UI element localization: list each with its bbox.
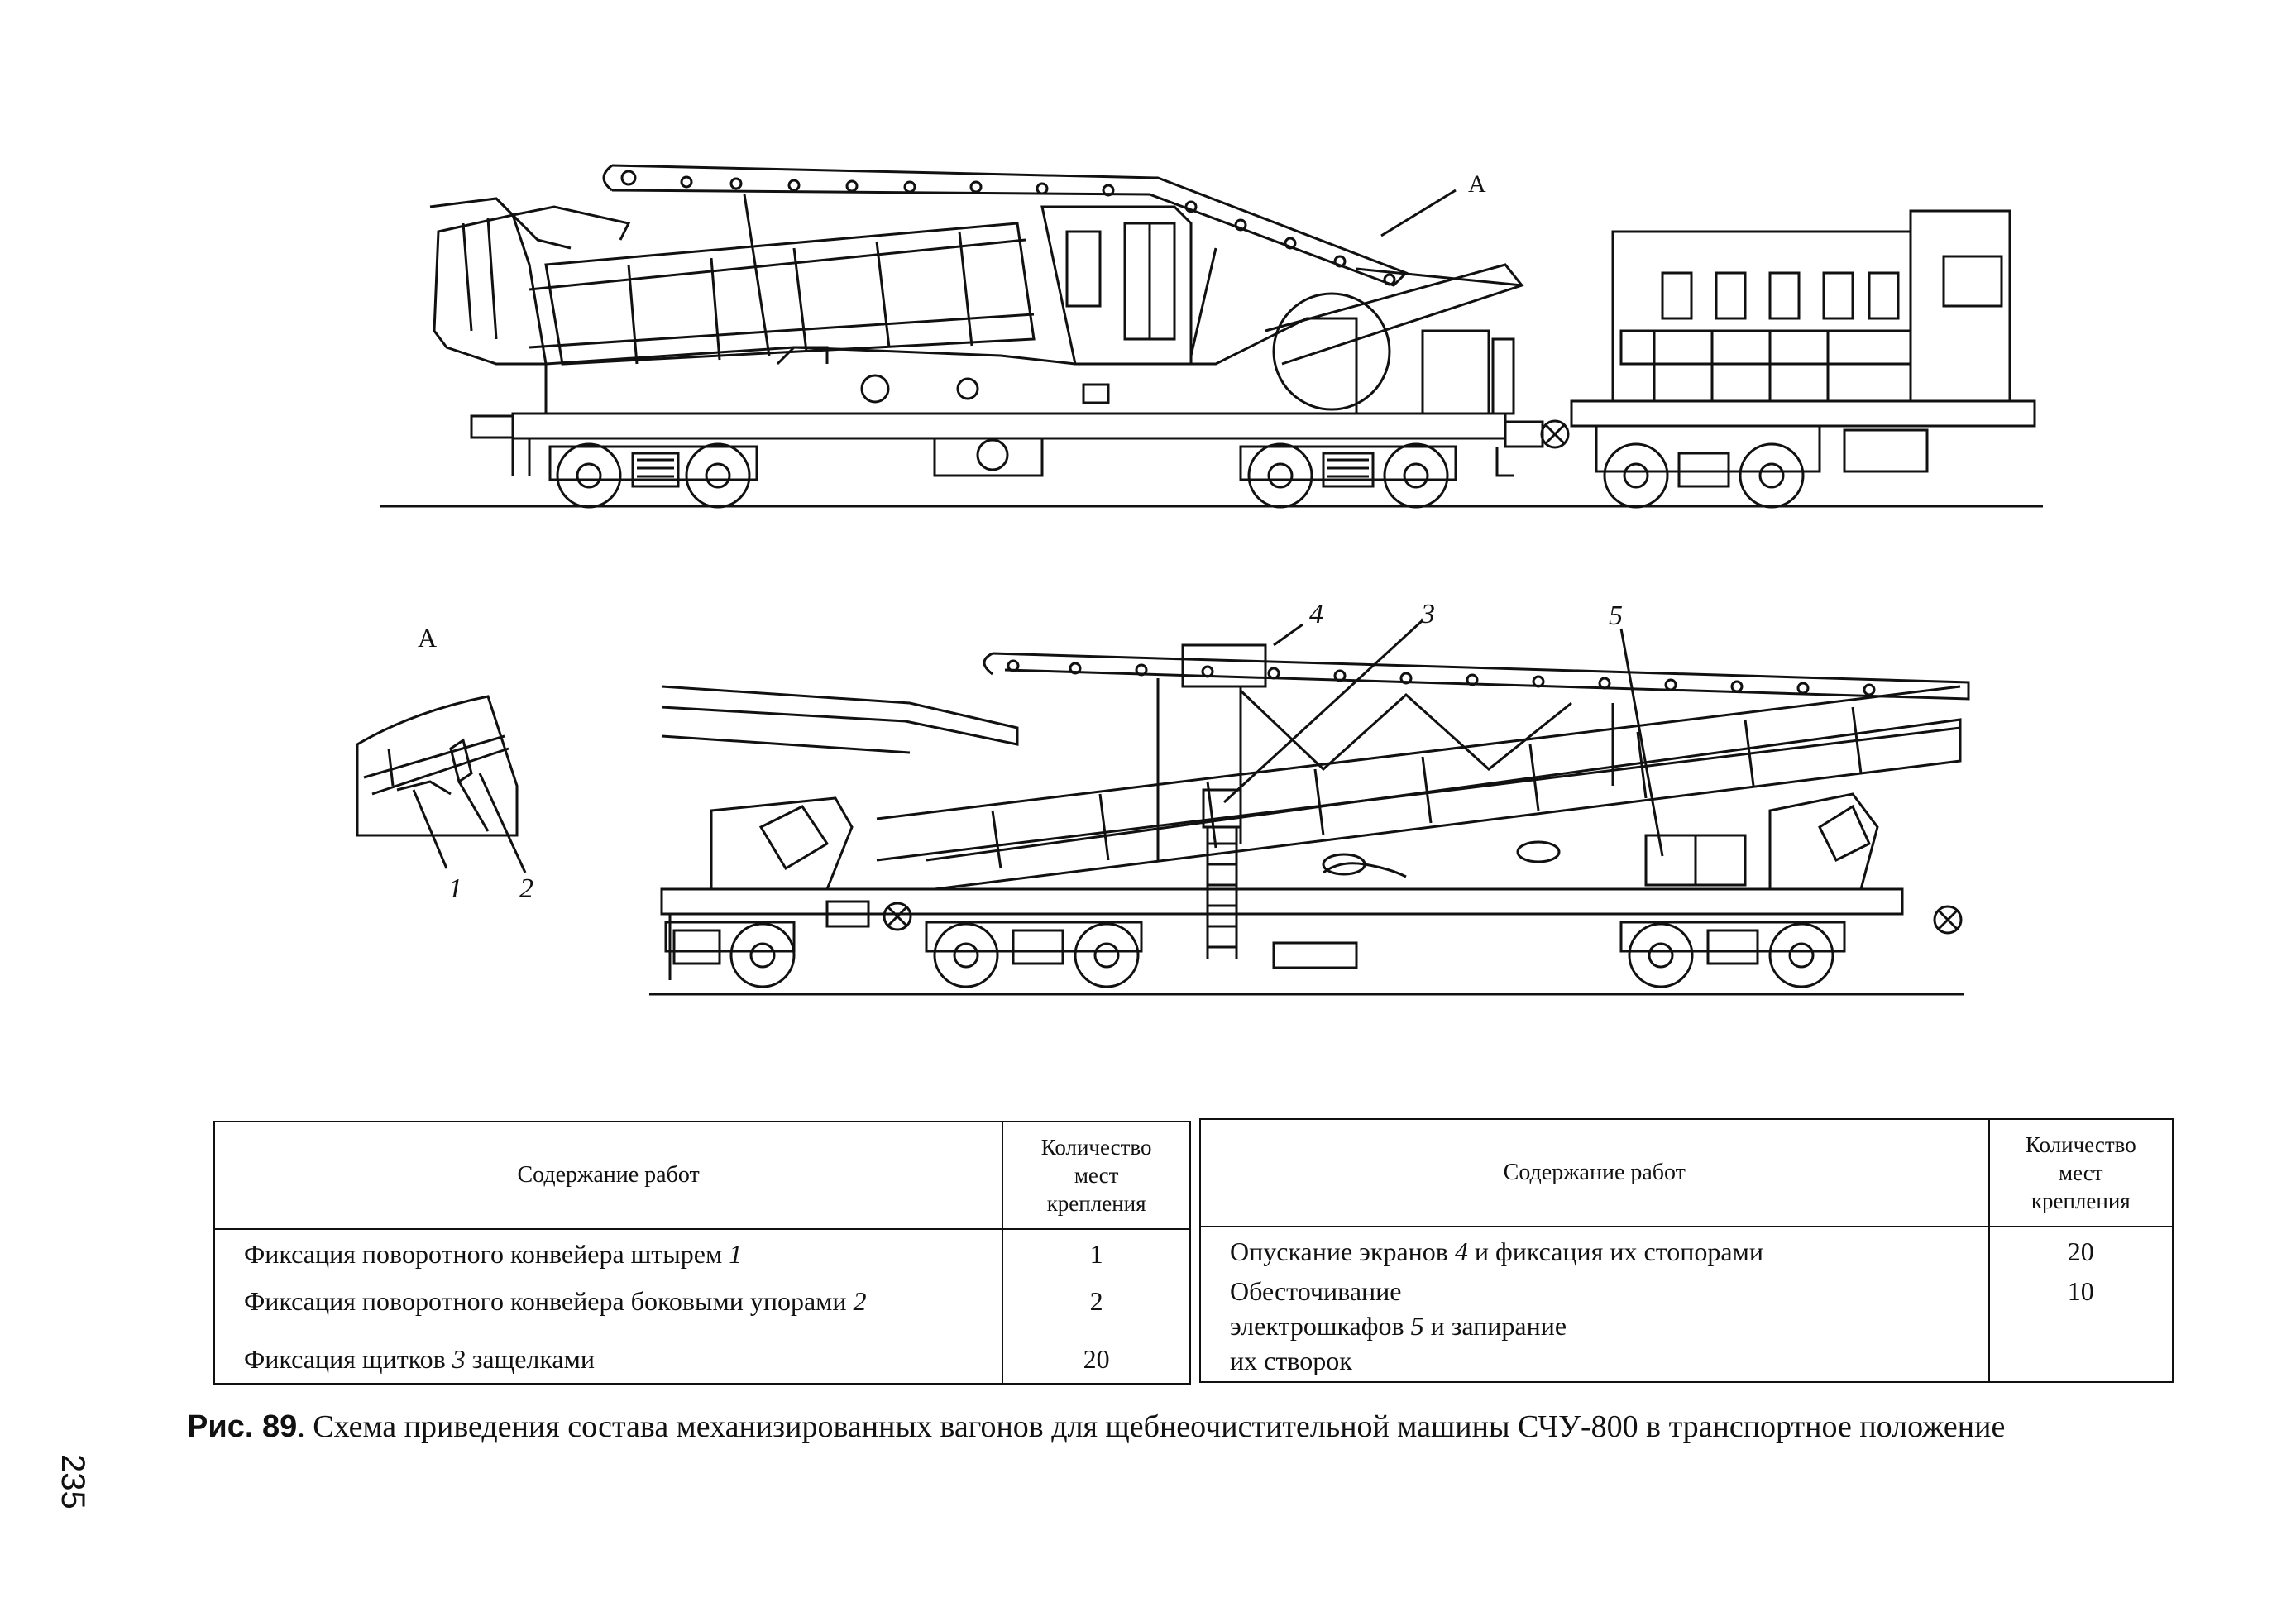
header-qty: Количество мест крепления — [1002, 1122, 1191, 1230]
top-locomotive — [1570, 209, 2036, 509]
technical-drawing: А А — [356, 164, 2043, 996]
header-qty: Количество мест крепления — [1987, 1119, 2174, 1227]
table-header-row: Содержание работ Количество мест креплен… — [213, 1122, 1191, 1230]
top-swing-conveyor — [611, 164, 1409, 287]
bottom-screen-conveyor — [992, 652, 1970, 701]
table-row: Опускание экранов 4 и фиксация их стопор… — [1199, 1227, 2174, 1274]
table-row: Фиксация поворотного конвейера штырем 1 … — [213, 1229, 1191, 1284]
callout-3: 3 — [1420, 599, 1435, 629]
caption-text: . Схема приведения состава механизирован… — [297, 1409, 2006, 1444]
table-header-row: Содержание работ Количество мест креплен… — [1199, 1119, 2174, 1227]
top-bogie-1 — [548, 442, 758, 509]
table-row: Обесточивание электрошкафов 5 и запирани… — [1199, 1274, 2174, 1382]
top-cab — [1040, 205, 1193, 366]
top-bogie-2 — [1239, 442, 1457, 509]
page-number: 235 — [55, 1454, 91, 1509]
table-row: Фиксация щитков 3 защелками 20 — [213, 1328, 1191, 1384]
detail-A-outline — [356, 695, 519, 837]
callout-4: 4 — [1309, 599, 1323, 629]
top-machine-view: А — [380, 164, 2043, 509]
work-table-left: Содержание работ Количество мест креплен… — [213, 1121, 1191, 1385]
callout-5: 5 — [1609, 600, 1623, 631]
detail-A-view: А 1 2 — [356, 623, 533, 904]
top-frame — [511, 412, 1507, 440]
header-work: Содержание работ — [1199, 1119, 1990, 1227]
label-A-top: А — [1468, 170, 1486, 198]
table-row: Фиксация поворотного конвейера боковыми … — [213, 1284, 1191, 1329]
bottom-frame — [660, 887, 1904, 916]
bottom-bogie-2 — [925, 921, 1143, 988]
figure-number: Рис. 89 — [187, 1409, 298, 1444]
top-main-conveyor — [544, 222, 1036, 366]
bottom-bogie-3 — [1619, 921, 1846, 988]
top-hopper — [433, 213, 548, 366]
header-work: Содержание работ — [213, 1122, 1004, 1230]
callout-1: 1 — [448, 873, 462, 904]
bottom-bogie-left — [664, 921, 796, 988]
label-A-detail: А — [418, 623, 437, 653]
work-table-right: Содержание работ Количество мест креплен… — [1199, 1118, 2174, 1383]
ladder — [1206, 827, 1238, 959]
bottom-wagon-view: 4 3 5 — [649, 599, 1970, 996]
detail-A-circle — [1272, 292, 1391, 411]
callout-2: 2 — [519, 873, 533, 904]
figure-caption: Рис. 89. Схема приведения состава механи… — [187, 1409, 2005, 1445]
shield-3 — [1202, 788, 1242, 829]
